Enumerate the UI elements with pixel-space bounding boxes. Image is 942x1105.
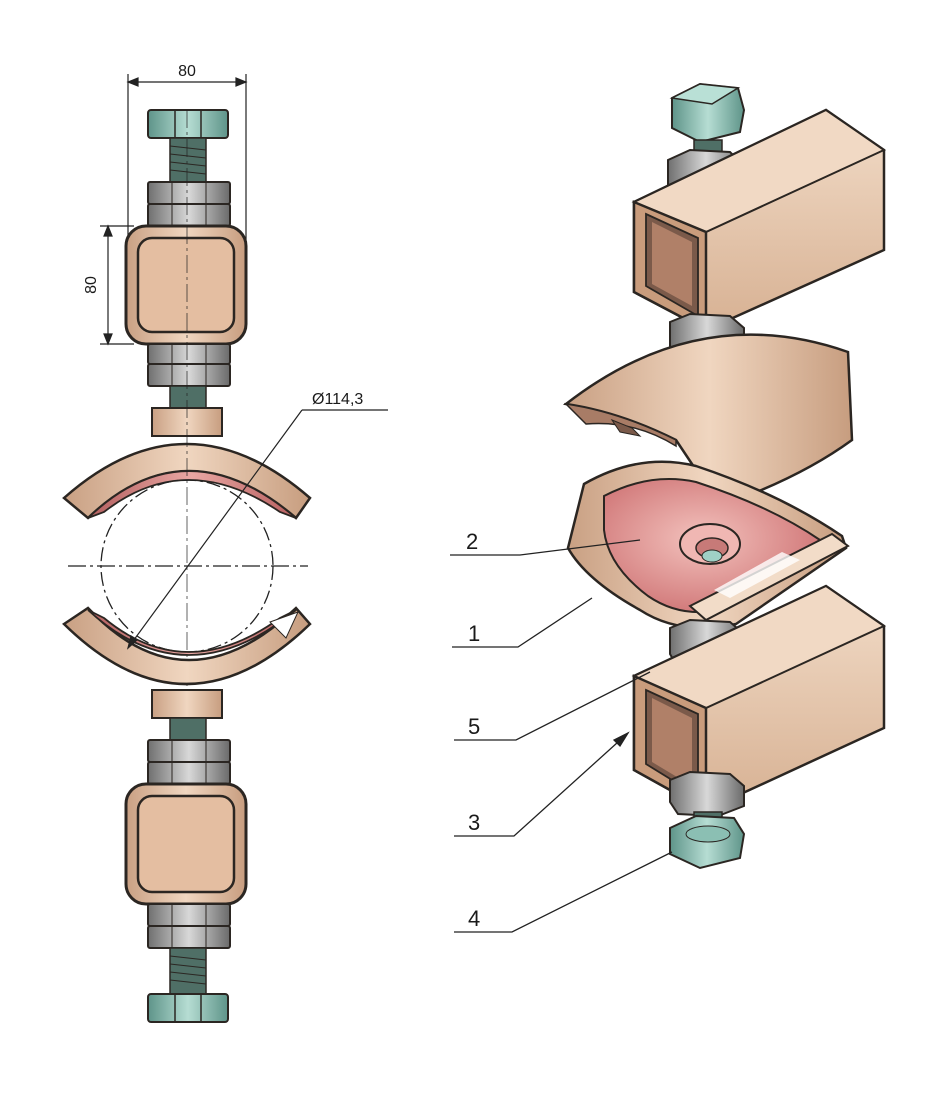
callout-label-3: 3: [468, 810, 480, 835]
bottom-bolt-assembly: [147, 903, 231, 1023]
iso-bottom-bolt: [669, 770, 746, 870]
callout-label-2: 2: [466, 529, 478, 554]
width-dimension: [126, 74, 248, 240]
callout-label-4: 4: [468, 906, 480, 931]
iso-top-box: [631, 108, 887, 333]
lower-saddle-block: [151, 689, 223, 719]
callout-leaders: [450, 539, 673, 933]
upper-half-shell: [62, 442, 312, 520]
callout-label-5: 5: [468, 714, 480, 739]
bottom-square-clamp: [124, 782, 248, 906]
diameter-dimension-label: Ø114,3: [312, 391, 363, 408]
lower-middle-nuts: [147, 717, 231, 785]
diameter-dimension: [126, 409, 388, 650]
upper-middle-nuts: [147, 343, 231, 409]
height-dimension-label: 80: [83, 276, 100, 294]
callout-label-1: 1: [468, 621, 480, 646]
top-square-clamp: [124, 224, 248, 346]
iso-lower-half-shell: [566, 460, 850, 629]
front-view: 80 80: [62, 63, 388, 1023]
isometric-view: 2 1 5 3 4: [450, 82, 887, 933]
top-bolt-assembly: [147, 109, 231, 227]
height-dimension: [100, 224, 134, 346]
iso-upper-half-shell: [562, 333, 854, 508]
iso-bottom-box: [631, 584, 887, 813]
lower-half-shell: [62, 606, 312, 686]
width-dimension-label: 80: [178, 63, 196, 80]
